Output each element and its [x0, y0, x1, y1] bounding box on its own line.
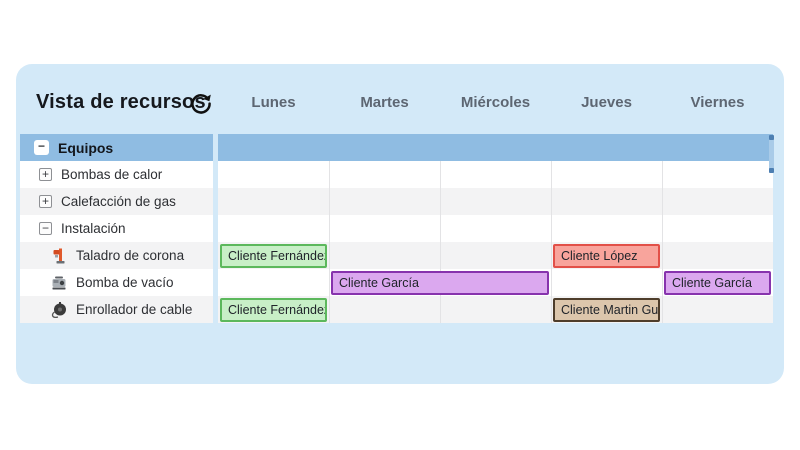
- column-gridline: [551, 161, 552, 323]
- booking-bar-cliente-fernandez[interactable]: Cliente Fernández: [220, 298, 327, 322]
- page-title: Vista de recursos: [36, 91, 206, 113]
- core-drill-icon: [50, 247, 68, 265]
- day-header-jueves: Jueves: [581, 94, 632, 111]
- refresh-icon: [191, 94, 211, 114]
- collapse-icon[interactable]: −: [39, 222, 52, 235]
- tree-label-instalacion: Instalación: [61, 221, 126, 236]
- timeline-row-calefaccion-de-gas[interactable]: [218, 188, 773, 215]
- booking-bar-cliente-garcia[interactable]: Cliente García: [664, 271, 771, 295]
- day-header-miercoles: Miércoles: [460, 94, 531, 111]
- tree-row-taladro-de-corona[interactable]: Taladro de corona: [20, 242, 213, 269]
- column-gridline: [329, 161, 330, 323]
- timeline-row-bombas-de-calor[interactable]: [218, 161, 773, 188]
- column-gridline: [440, 161, 441, 323]
- day-header-lunes: Lunes: [251, 94, 296, 111]
- tree-label-taladro-de-corona: Taladro de corona: [76, 248, 185, 263]
- timeline-row-equipos[interactable]: [218, 134, 773, 161]
- column-gridline: [662, 161, 663, 323]
- timeline-row-instalacion[interactable]: [218, 215, 773, 242]
- scroll-up-nub[interactable]: [769, 135, 774, 140]
- tree-label-equipos: Equipos: [58, 139, 114, 156]
- day-header-viernes: Viernes: [690, 94, 745, 111]
- cable-reel-icon: [50, 301, 68, 319]
- booking-bar-cliente-garcia[interactable]: Cliente García: [331, 271, 549, 295]
- tree-row-bomba-de-vacio[interactable]: Bomba de vacío: [20, 269, 213, 296]
- tree-label-enrollador-de-cable: Enrollador de cable: [76, 302, 193, 317]
- day-header-martes: Martes: [360, 94, 409, 111]
- tree-label-bomba-de-vacio: Bomba de vacío: [76, 275, 174, 290]
- tree-row-bombas-de-calor[interactable]: + Bombas de calor: [20, 161, 213, 188]
- expand-icon[interactable]: +: [39, 195, 52, 208]
- booking-bar-cliente-lopez[interactable]: Cliente López: [553, 244, 660, 268]
- refresh-button[interactable]: [188, 90, 214, 116]
- booking-bar-cliente-fernandez[interactable]: Cliente Fernández: [220, 244, 327, 268]
- collapse-icon[interactable]: −: [34, 140, 49, 155]
- tree-label-bombas-de-calor: Bombas de calor: [61, 167, 163, 182]
- scroll-down-nub[interactable]: [769, 168, 774, 173]
- tree-label-calefaccion-de-gas: Calefacción de gas: [61, 194, 176, 209]
- vacuum-pump-icon: [50, 274, 68, 292]
- tree-row-calefaccion-de-gas[interactable]: + Calefacción de gas: [20, 188, 213, 215]
- tree-row-instalacion[interactable]: −Instalación: [20, 215, 213, 242]
- expand-icon[interactable]: +: [39, 168, 52, 181]
- booking-bar-cliente-martin-guard[interactable]: Cliente Martin Guard: [553, 298, 660, 322]
- tree-row-enrollador-de-cable[interactable]: Enrollador de cable: [20, 296, 213, 323]
- tree-row-equipos[interactable]: −Equipos: [20, 134, 213, 161]
- timeline-scrollbar[interactable]: [769, 135, 774, 173]
